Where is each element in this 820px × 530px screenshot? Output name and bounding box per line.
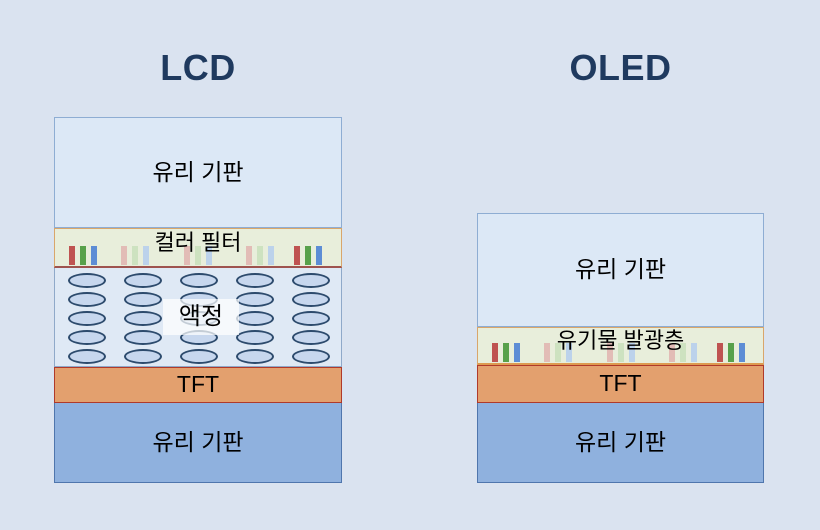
rgb-bar-group-pale <box>669 343 697 362</box>
lcd-glass-top-label: 유리 기판 <box>152 158 244 185</box>
green-subpixel-bar <box>80 246 86 265</box>
blue-subpixel-bar <box>91 246 97 265</box>
lcd-tft-layer: TFT <box>54 367 342 403</box>
oled-glass-top-label: 유리 기판 <box>574 256 667 283</box>
liquid-crystal-ellipse <box>236 273 274 288</box>
lcd-liquid-crystal-label: 액정 <box>178 302 224 330</box>
liquid-crystal-ellipse <box>236 349 274 364</box>
liquid-crystal-ellipse <box>68 311 106 326</box>
red-subpixel-bar <box>246 246 252 265</box>
oled-glass-bottom-label: 유리 기판 <box>574 428 667 455</box>
liquid-crystal-ellipse <box>180 273 218 288</box>
liquid-crystal-ellipse <box>124 273 162 288</box>
oled-rgb-bars <box>478 328 763 363</box>
blue-subpixel-bar <box>691 343 697 362</box>
rgb-bar-group-pale <box>544 343 572 362</box>
lcd-glass-top-layer: 유리 기판 <box>54 117 342 228</box>
lcd-title: LCD <box>160 47 236 88</box>
blue-subpixel-bar <box>629 343 635 362</box>
red-subpixel-bar <box>184 246 190 265</box>
green-subpixel-bar <box>257 246 263 265</box>
rgb-bar-group-pale <box>121 246 149 265</box>
blue-subpixel-bar <box>316 246 322 265</box>
rgb-bar-group-pale <box>246 246 274 265</box>
lcd-liquid-crystal-layer: 액정 <box>54 268 342 367</box>
lcd-glass-bottom-label: 유리 기판 <box>152 428 244 455</box>
rgb-bar-group-pale <box>184 246 212 265</box>
lcd-color-filter-label: 컬러 필터 <box>154 230 242 255</box>
lcd-color-filter-layer: 컬러 필터 <box>54 228 342 268</box>
lcd-glass-bottom-layer: 유리 기판 <box>54 403 342 483</box>
blue-subpixel-bar <box>268 246 274 265</box>
blue-subpixel-bar <box>566 343 572 362</box>
lcd-rgb-bars <box>55 229 341 266</box>
oled-tft-label: TFT <box>599 370 642 397</box>
liquid-crystal-ellipse-grid <box>55 268 341 366</box>
rgb-bar-group-pale <box>607 343 635 362</box>
liquid-crystal-ellipse <box>180 349 218 364</box>
blue-subpixel-bar <box>206 246 212 265</box>
green-subpixel-bar <box>132 246 138 265</box>
liquid-crystal-ellipse <box>124 311 162 326</box>
oled-organic-emitting-label: 유기물 발광층 <box>556 328 685 353</box>
blue-subpixel-bar <box>739 343 745 362</box>
red-subpixel-bar <box>121 246 127 265</box>
red-subpixel-bar <box>717 343 723 362</box>
liquid-crystal-ellipse <box>68 273 106 288</box>
liquid-crystal-ellipse <box>236 292 274 307</box>
lcd-liquid-crystal-label-box: 액정 <box>163 299 239 335</box>
green-subpixel-bar <box>305 246 311 265</box>
blue-subpixel-bar <box>143 246 149 265</box>
red-subpixel-bar <box>492 343 498 362</box>
liquid-crystal-ellipse <box>292 349 330 364</box>
liquid-crystal-ellipse <box>292 311 330 326</box>
liquid-crystal-ellipse <box>236 311 274 326</box>
liquid-crystal-ellipse <box>68 349 106 364</box>
oled-tft-layer: TFT <box>477 365 764 403</box>
green-subpixel-bar <box>555 343 561 362</box>
oled-glass-top-layer: 유리 기판 <box>477 213 764 327</box>
green-subpixel-bar <box>503 343 509 362</box>
rgb-bar-group-saturated <box>69 246 97 265</box>
red-subpixel-bar <box>669 343 675 362</box>
rgb-bar-group-saturated <box>717 343 745 362</box>
green-subpixel-bar <box>680 343 686 362</box>
liquid-crystal-ellipse <box>292 292 330 307</box>
red-subpixel-bar <box>544 343 550 362</box>
oled-glass-bottom-layer: 유리 기판 <box>477 403 764 483</box>
oled-title: OLED <box>569 47 672 88</box>
rgb-bar-group-saturated <box>492 343 520 362</box>
liquid-crystal-ellipse <box>236 330 274 345</box>
lcd-tft-label: TFT <box>176 371 220 398</box>
liquid-crystal-ellipse <box>292 273 330 288</box>
red-subpixel-bar <box>294 246 300 265</box>
red-subpixel-bar <box>607 343 613 362</box>
blue-subpixel-bar <box>514 343 520 362</box>
red-subpixel-bar <box>69 246 75 265</box>
green-subpixel-bar <box>618 343 624 362</box>
liquid-crystal-ellipse <box>124 292 162 307</box>
green-subpixel-bar <box>195 246 201 265</box>
liquid-crystal-ellipse <box>124 349 162 364</box>
liquid-crystal-ellipse <box>68 292 106 307</box>
liquid-crystal-ellipse <box>292 330 330 345</box>
rgb-bar-group-saturated <box>294 246 322 265</box>
green-subpixel-bar <box>728 343 734 362</box>
liquid-crystal-ellipse <box>124 330 162 345</box>
liquid-crystal-ellipse <box>68 330 106 345</box>
oled-organic-emitting-layer: 유기물 발광층 <box>477 327 764 365</box>
